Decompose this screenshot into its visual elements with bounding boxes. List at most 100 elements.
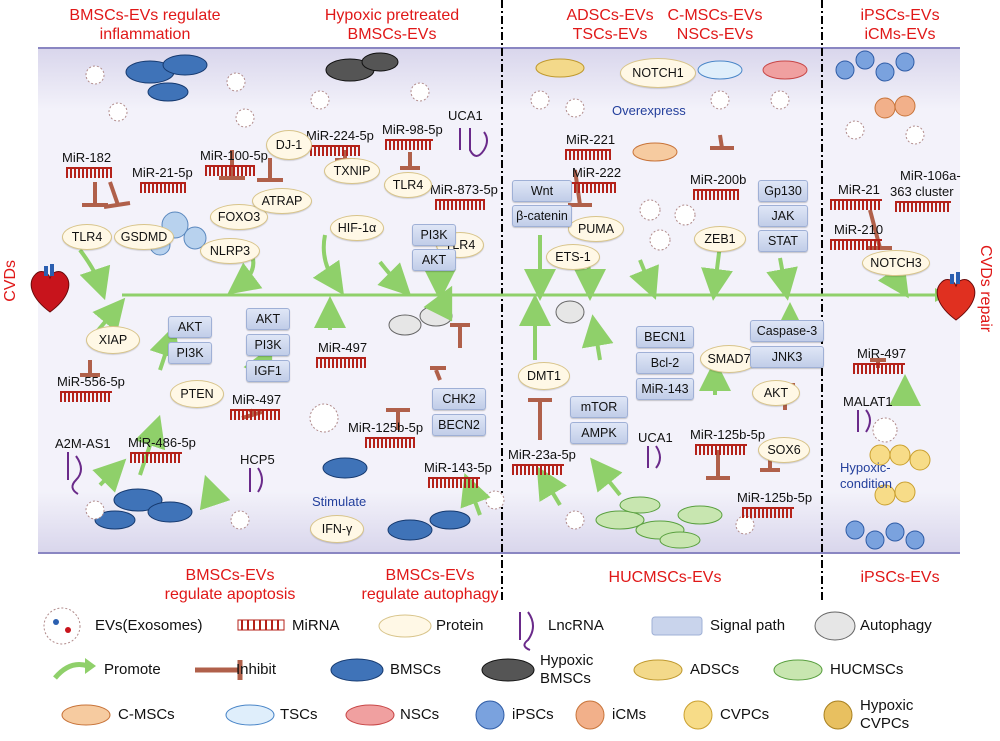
- mirna-bar: [205, 165, 255, 176]
- legend-autophagy: Autophagy: [860, 617, 932, 634]
- legend-inhibit: Inhibit: [236, 661, 277, 678]
- mirna-bar: [693, 189, 739, 200]
- mirna-125b-5p-b: MiR-125b-5p: [690, 427, 766, 442]
- protein-tlr4-b: TLR4: [384, 172, 432, 198]
- side-label-cvds-repair: CVDs repair: [977, 245, 994, 333]
- protein-xiap: XIAP: [86, 326, 140, 354]
- protein-akt: AKT: [752, 380, 800, 406]
- mirna-bar: [695, 444, 747, 455]
- mirna-bar: [140, 182, 186, 193]
- mirna-98-5p: MiR-98-5p: [382, 122, 443, 137]
- path-becn1-bcl2-mir143: BECN1 Bcl-2 MiR-143: [636, 326, 694, 400]
- legend-tscs: TSCs: [280, 706, 318, 723]
- legend-icms: iCMs: [612, 706, 647, 723]
- legend-mirna: MiRNA: [292, 617, 340, 634]
- mirna-bar: [385, 139, 433, 150]
- path-caspase3-jnk3: Caspase-3 JNK3: [750, 320, 824, 368]
- protein-sox6: SOX6: [758, 437, 810, 463]
- mirna-bar: [853, 363, 905, 374]
- path-akt-pi3k: AKT PI3K: [168, 316, 212, 364]
- mirna-182: MiR-182: [62, 150, 112, 165]
- path-gp130-jak-stat: Gp130 JAK STAT: [758, 180, 808, 252]
- mirna-497-a: MiR-497: [232, 392, 282, 407]
- legend-cmscs: C-MSCs: [118, 706, 175, 723]
- path-wnt-beta-catenin: Wnt β-catenin: [512, 180, 572, 227]
- pathway-panel: [38, 47, 960, 554]
- mirna-100-5p: MiR-100-5p: [200, 148, 268, 163]
- mirna-222: MiR-222: [572, 165, 622, 180]
- mirna-210: MiR-210: [834, 222, 884, 237]
- mirna-bar: [365, 437, 415, 448]
- mirna-bar: [130, 452, 182, 463]
- mirna-21: MiR-21: [838, 182, 880, 197]
- lncrna-glyphs: [67, 128, 871, 495]
- lncrna-uca1-a: UCA1: [448, 108, 483, 123]
- legend-evs: EVs(Exosomes): [95, 617, 203, 634]
- mirna-23a-5p: MiR-23a-5p: [508, 447, 576, 462]
- protein-dmt1: DMT1: [518, 362, 570, 390]
- label-stimulate: Stimulate: [312, 494, 367, 509]
- mirna-106a: MiR-106a-: [900, 168, 961, 183]
- path-chk2-becn2: CHK2 BECN2: [432, 388, 486, 436]
- mirna-bar: [310, 145, 360, 156]
- legend-bmscs: BMSCs: [390, 661, 441, 678]
- mirna-bar: [66, 167, 112, 178]
- heart-icon-right: [936, 272, 976, 321]
- protein-txnip: TXNIP: [324, 158, 380, 184]
- protein-nlrp3: NLRP3: [200, 238, 260, 264]
- label-overexpress: Overexpress: [612, 103, 686, 118]
- heart-icon-left: [30, 264, 70, 313]
- protein-puma: PUMA: [568, 216, 624, 242]
- mirna-556-5p: MiR-556-5p: [57, 374, 125, 389]
- protein-hif1a: HIF-1α: [330, 215, 384, 241]
- title-hucmscs: HUCMSCs-EVs: [608, 569, 722, 586]
- mirna-bar: [60, 391, 112, 402]
- legend-signal-path: Signal path: [710, 617, 786, 634]
- legend-icons: [43, 607, 856, 730]
- protein-ifn-gamma: IFN-γ: [310, 515, 364, 543]
- title-ipscs-bottom: iPSCs-EVs: [860, 569, 940, 586]
- mirna-143-5p: MiR-143-5p: [424, 460, 492, 475]
- mirna-21-5p: MiR-21-5p: [132, 165, 193, 180]
- lncrna-a2m-as1: A2M-AS1: [55, 436, 111, 451]
- protein-atrap: ATRAP: [252, 188, 312, 214]
- mirna-363-cluster: 363 cluster: [890, 184, 954, 199]
- mirna-200b: MiR-200b: [690, 172, 747, 187]
- mirna-bar: [895, 201, 951, 212]
- label-hypoxic-condition: Hypoxic-condition: [840, 460, 893, 491]
- mirna-bar: [830, 239, 882, 250]
- protein-pten: PTEN: [170, 380, 224, 408]
- legend-cvpcs: CVPCs: [720, 706, 770, 723]
- legend-hucmscs: HUCMSCs: [830, 661, 904, 678]
- path-pi3k-akt: PI3K AKT: [412, 224, 456, 271]
- mirna-bar: [512, 464, 564, 475]
- protein-tlr4: TLR4: [62, 224, 112, 250]
- mirna-125b-5p-c: MiR-125b-5p: [737, 490, 813, 505]
- mirna-bar: [742, 507, 794, 518]
- legend-nscs: NSCs: [400, 706, 440, 723]
- path-mtor-ampk: mTOR AMPK: [570, 396, 628, 444]
- lncrna-hcp5: HCP5: [240, 452, 275, 467]
- mirna-873-5p: MiR-873-5p: [430, 182, 498, 197]
- legend-protein: Protein: [436, 617, 484, 634]
- legend-ipscs: iPSCs: [512, 706, 554, 723]
- mirna-bar: [316, 357, 366, 368]
- protein-notch1: NOTCH1: [620, 58, 696, 88]
- mirna-bar: [830, 199, 882, 210]
- mirna-bar: [428, 477, 480, 488]
- lncrna-uca1-b: UCA1: [638, 430, 673, 445]
- mirna-497-b: MiR-497: [318, 340, 368, 355]
- protein-notch3: NOTCH3: [862, 250, 930, 276]
- protein-ets1: ETS-1: [546, 244, 600, 270]
- lncrna-malat1: MALAT1: [843, 394, 893, 409]
- mirna-486-5p: MiR-486-5p: [128, 435, 196, 450]
- legend-adscs: ADSCs: [690, 661, 740, 678]
- mirna-221: MiR-221: [566, 132, 616, 147]
